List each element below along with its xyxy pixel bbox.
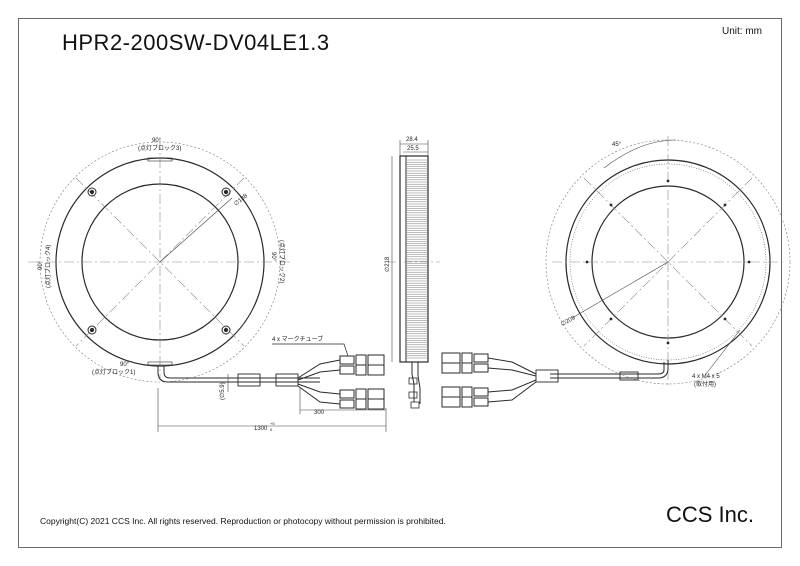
dim-1300-text: 1300 [254, 426, 268, 432]
front-cable-split [297, 359, 341, 405]
rear-cable-split [487, 357, 537, 403]
front-screw-1 [87, 187, 97, 197]
cable-diameter: (∅5.9) [219, 382, 226, 400]
rear-cable-sleeve [535, 369, 559, 383]
rear-mount-note-1: 4 x M4 x 5 [692, 374, 720, 380]
side-cable [411, 362, 421, 404]
side-body [399, 155, 429, 363]
rear-cable-sleeve-2 [619, 371, 639, 381]
front-label-mark-bottom [147, 361, 173, 366]
rear-bolt-circle-leader [571, 261, 669, 319]
front-block-top: (点灯ブロック3) [138, 144, 181, 152]
marker-tube-leader [272, 343, 349, 357]
side-view [388, 140, 440, 409]
dim-28-4-text: 28.4 [406, 137, 418, 143]
front-angle-left: 90° [38, 260, 44, 270]
front-label-mark-top [147, 157, 173, 162]
model-title: HPR2-200SW-DV04LE1.3 [62, 30, 330, 55]
rear-diagonal-2 [583, 177, 753, 347]
front-cable-exit [157, 366, 320, 383]
drawing-frame [18, 18, 782, 548]
front-cable-sleeve-2 [275, 373, 299, 387]
rear-angle: 45° [612, 142, 622, 148]
rear-bolt-circle: ∅209 [560, 314, 577, 328]
front-angle-bottom: 90° [120, 362, 130, 368]
rear-view [441, 136, 791, 408]
rear-fin-ring [569, 163, 767, 361]
rear-cable [550, 360, 669, 379]
front-angle-right: 90° [270, 252, 276, 262]
rear-mount-leader [705, 329, 741, 375]
rear-connectors [441, 352, 489, 408]
front-block-bottom: (点灯ブロック1) [92, 368, 135, 376]
side-outer-diameter: ∅218 [384, 256, 391, 272]
dim-25-5-text: 25.5 [407, 146, 419, 152]
side-fins [407, 159, 427, 359]
rear-mount-note-2: (取付用) [694, 380, 716, 388]
front-screw-2 [221, 187, 231, 197]
marker-tube-note: 4 x マークチューブ [272, 335, 323, 343]
dim-1300-tol-plus: +5 [270, 421, 275, 426]
front-screw-4 [221, 325, 231, 335]
rear-angle-leader [603, 139, 677, 169]
rear-dim-arc [545, 139, 791, 385]
front-angle-top: 90° [152, 138, 162, 144]
front-connectors [339, 354, 385, 410]
rear-mount-holes [585, 179, 751, 345]
front-diagonal-2 [75, 177, 245, 347]
dim-188-leader [159, 197, 233, 263]
dim-1300-tol-minus: 0 [270, 427, 273, 432]
front-view [28, 140, 387, 432]
front-block-right: (点灯ブロック2) [278, 240, 286, 283]
copyright-text: Copyright(C) 2021 CCS Inc. All rights re… [40, 516, 446, 526]
unit-label: Unit: mm [722, 26, 762, 37]
company-name: CCS Inc. [666, 502, 755, 527]
front-cable-sleeve [237, 373, 261, 387]
rear-diagonal-1 [583, 177, 753, 347]
front-diagonal-1 [75, 177, 245, 347]
front-block-left: (点灯ブロック4) [44, 245, 52, 288]
front-screw-3 [87, 325, 97, 335]
dim-300-text: 300 [314, 410, 325, 416]
